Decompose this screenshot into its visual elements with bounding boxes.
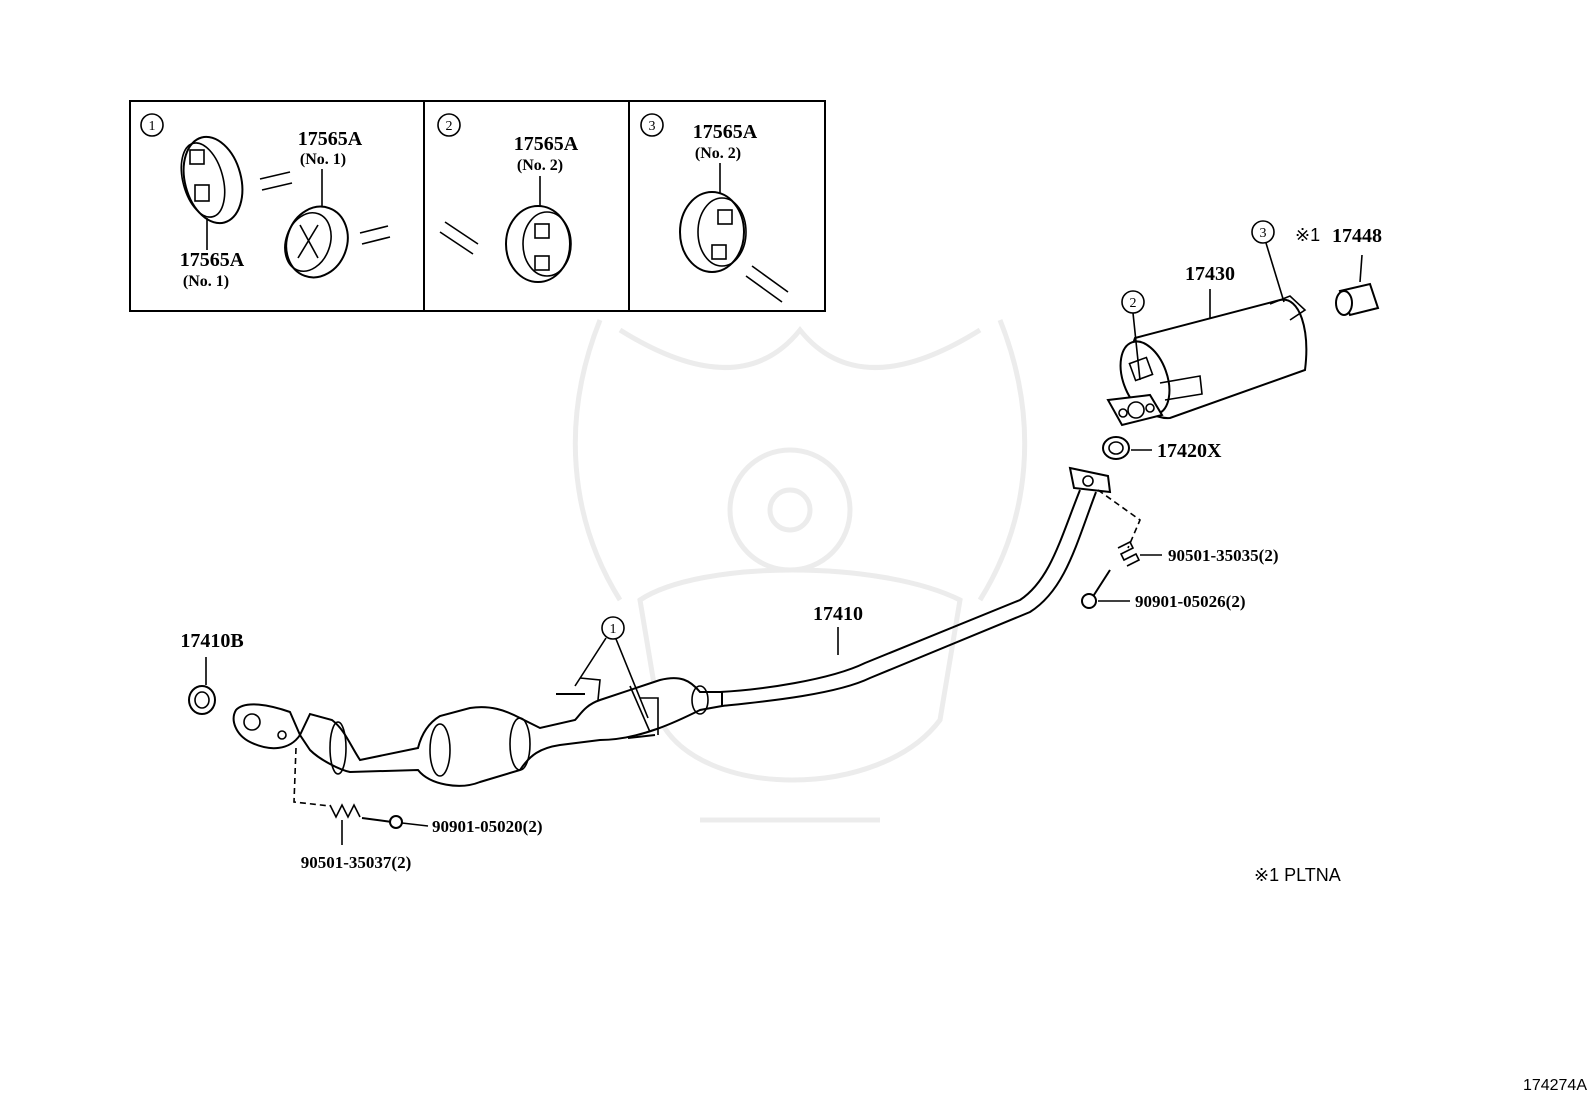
- inset-1-label-a: 17565A: [180, 249, 245, 271]
- catalytic-converter: [298, 677, 723, 787]
- rear-flange: [1068, 466, 1112, 494]
- hanger-pin-1b: [359, 225, 391, 245]
- callout-2-text: 2: [1130, 296, 1137, 311]
- front-spring-label: 90501-35037(2): [301, 853, 411, 872]
- gasket-rear-label: 17420X: [1157, 440, 1222, 462]
- front-spring: [329, 803, 361, 845]
- front-pipe: [719, 489, 1097, 707]
- inset-3-label: 17565A: [693, 121, 758, 143]
- front-flange: [232, 703, 302, 750]
- rear-bolt-label: 90901-05026(2): [1135, 592, 1245, 611]
- front-bolt: [361, 815, 429, 829]
- rear-dashed-guide: [1097, 489, 1141, 549]
- watermark-logo: [572, 319, 1028, 823]
- inset-3-marker: 3: [649, 119, 656, 134]
- front-pipe-label: 17410: [813, 603, 863, 625]
- gasket-front-label: 17410B: [180, 630, 243, 652]
- figure-id: 174274A: [1523, 1077, 1587, 1094]
- inset-2: 2 17565A (No. 2): [437, 113, 579, 283]
- rear-spring: [1117, 540, 1162, 567]
- inset-1-sub-b: (No. 1): [300, 151, 346, 168]
- inset-1-label-b: 17565A: [298, 128, 363, 150]
- callout-1-text: 1: [610, 622, 617, 637]
- gasket-rear: [1102, 436, 1152, 460]
- rear-bolt: [1081, 569, 1130, 609]
- tail-pipe-tip: [1335, 254, 1380, 317]
- hanger-pin-1a: [259, 171, 293, 191]
- footnote: ※1 PLTNA: [1254, 865, 1341, 885]
- front-bolt-label: 90901-05020(2): [432, 817, 542, 836]
- inset-1-marker: 1: [149, 119, 156, 134]
- hanger-pin-2: [439, 221, 479, 255]
- inset-2-label: 17565A: [514, 133, 579, 155]
- front-dashed-guide: [293, 747, 331, 807]
- callout-1-pipe: [574, 616, 649, 719]
- inset-2-sub: (No. 2): [517, 157, 563, 174]
- gasket-front: [188, 657, 216, 715]
- inset-1: 1 17565A (No. 1) 17565A (No. 1): [140, 113, 391, 290]
- tail-pipe-tip-note: ※1: [1295, 225, 1320, 245]
- hanger-rubber-3: [679, 191, 747, 273]
- muffler-label: 17430: [1185, 263, 1235, 285]
- inset-3: 3 17565A (No. 2): [640, 113, 789, 303]
- inset-2-marker: 2: [446, 119, 453, 134]
- hanger-rubber-1b: [284, 205, 349, 279]
- inset-1-sub-a: (No. 1): [183, 273, 229, 290]
- tail-pipe-tip-label: 17448: [1332, 225, 1382, 247]
- rear-spring-label: 90501-35035(2): [1168, 546, 1278, 565]
- inset-3-sub: (No. 2): [695, 145, 741, 162]
- callout-3-muffler: [1251, 220, 1285, 303]
- hanger-rubber-1a: [180, 135, 244, 225]
- hanger-rubber-2: [505, 205, 572, 283]
- callout-2-muffler: [1121, 290, 1145, 381]
- hanger-pin-3: [745, 265, 789, 303]
- callout-3-text: 3: [1260, 226, 1267, 241]
- inset-panels: [129, 100, 826, 312]
